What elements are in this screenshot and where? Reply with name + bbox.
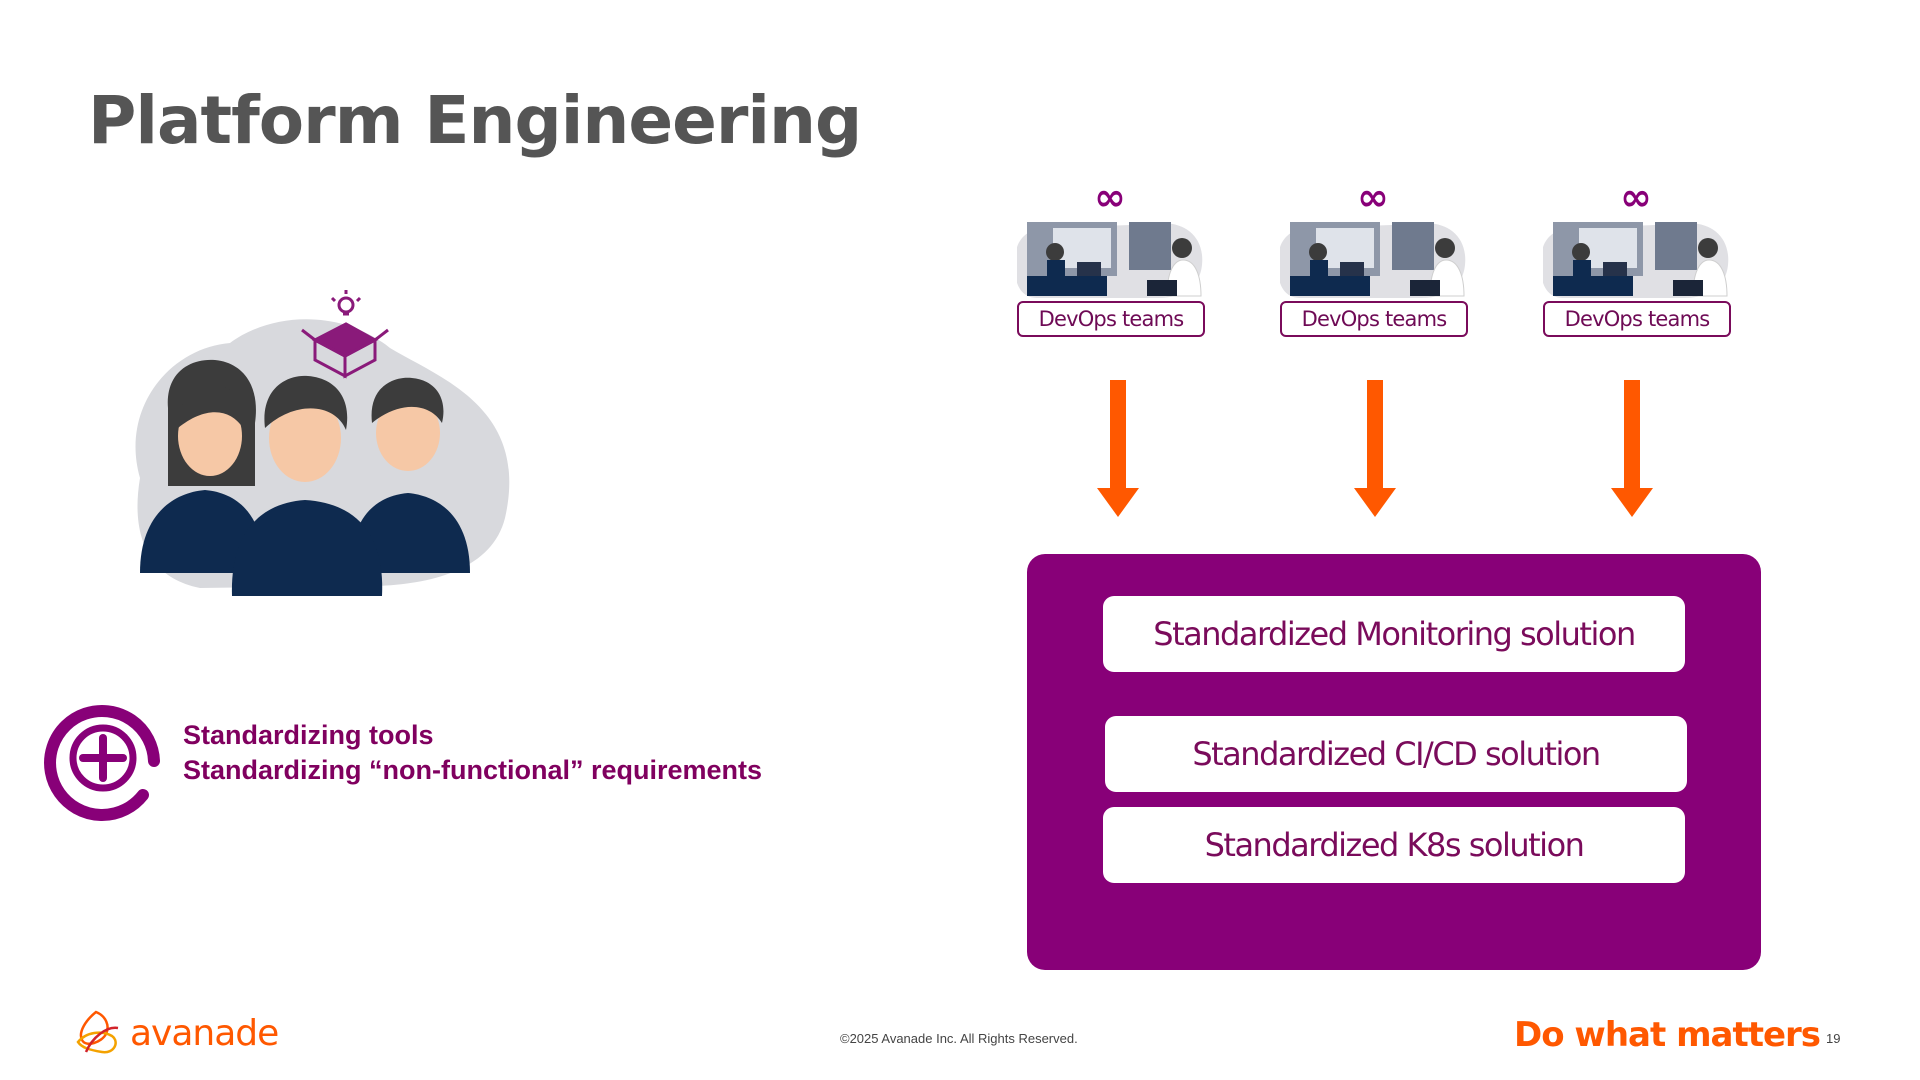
- down-arrow-icon: [1611, 380, 1653, 517]
- idea-box-icon: [301, 290, 389, 379]
- devops-team-group: ∞ DevOps teams: [1543, 180, 1743, 350]
- plus-circle-icon: [44, 705, 160, 821]
- infinity-icon: ∞: [1094, 180, 1126, 219]
- devops-team-label: DevOps teams: [1280, 301, 1468, 337]
- devops-team-group: ∞ DevOps teams: [1017, 180, 1217, 350]
- person-icon: [350, 377, 470, 573]
- infinity-icon: ∞: [1357, 180, 1389, 219]
- infinity-icon: ∞: [1620, 180, 1652, 219]
- platform-team-illustration: [135, 290, 510, 596]
- benefits-list: Standardizing tools Standardizing “non-f…: [183, 718, 762, 788]
- platform-container: Standardized Monitoring solution Standar…: [1027, 554, 1761, 970]
- page-number: 19: [1826, 1031, 1841, 1046]
- person-icon: [140, 359, 265, 573]
- down-arrow-icon: [1097, 380, 1139, 517]
- solution-monitoring: Standardized Monitoring solution: [1103, 596, 1685, 672]
- benefit-item: Standardizing “non-functional” requireme…: [183, 755, 763, 785]
- devops-team-illustration: ∞: [1280, 180, 1466, 298]
- devops-team-label: DevOps teams: [1017, 301, 1205, 337]
- devops-team-group: ∞ DevOps teams: [1280, 180, 1480, 350]
- person-icon: [231, 375, 383, 596]
- devops-team-label: DevOps teams: [1543, 301, 1731, 337]
- copyright-text: ©2025 Avanade Inc. All Rights Reserved.: [840, 1031, 1078, 1046]
- devops-team-illustration: ∞: [1017, 180, 1203, 298]
- devops-team-illustration: ∞: [1543, 180, 1729, 298]
- benefit-item: Standardizing tools: [183, 720, 434, 750]
- slide-title: Platform Engineering: [88, 82, 862, 159]
- solution-k8s: Standardized K8s solution: [1103, 807, 1685, 883]
- down-arrow-icon: [1354, 380, 1396, 517]
- avanade-logo-icon: [76, 1010, 119, 1054]
- tagline: Do what matters: [1514, 1015, 1821, 1055]
- solution-cicd: Standardized CI/CD solution: [1105, 716, 1687, 792]
- brand-logo-text: avanade: [130, 1013, 279, 1054]
